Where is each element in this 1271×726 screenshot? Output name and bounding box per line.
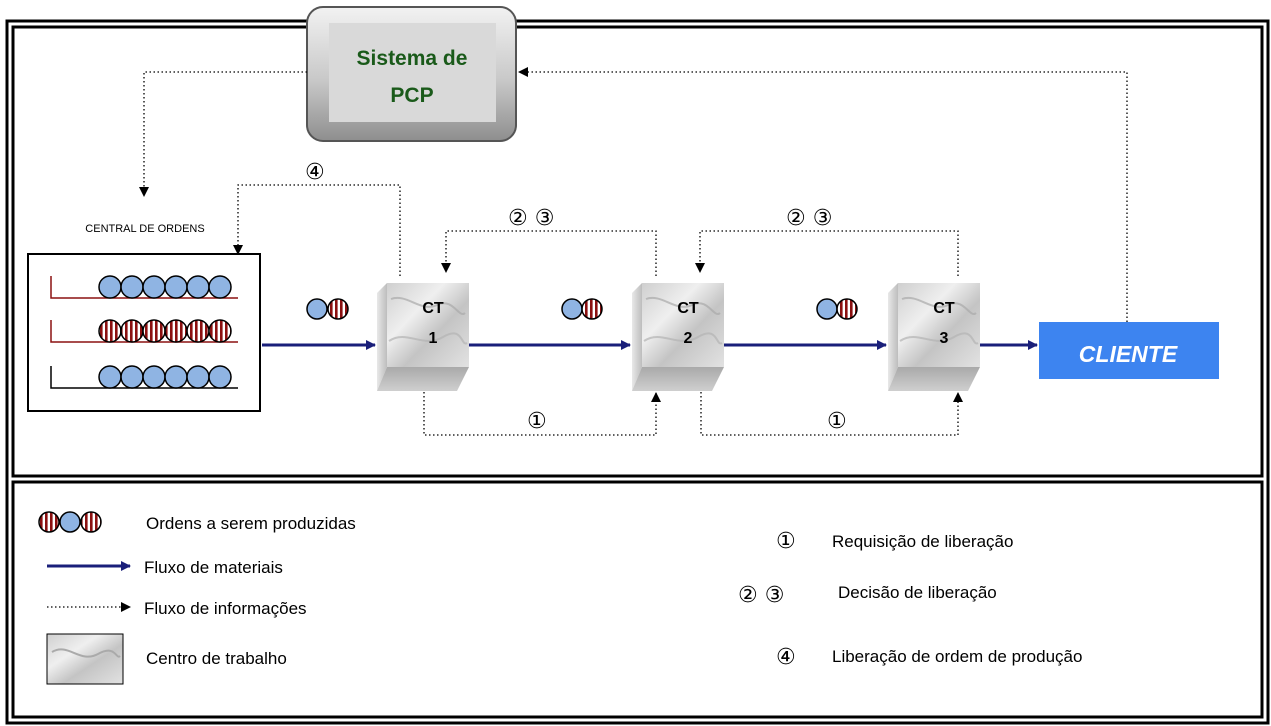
legend-lib-symbol: ④ (776, 645, 796, 670)
info-flow-four (233, 184, 401, 276)
legend: Ordens a serem produzidas Fluxo de mater… (38, 511, 1082, 685)
info-flow-ct2-to-ct1 (441, 230, 657, 276)
marker-two-three-a: ② ③ (508, 206, 554, 231)
ct2-label-top: CT (677, 300, 699, 317)
work-center-2: CT 2 (631, 282, 725, 392)
legend-dec-symbol: ② ③ (738, 583, 784, 608)
info-flow-ct2-req (700, 392, 963, 436)
ct3-label-bottom: 3 (940, 330, 949, 347)
marker-four: ④ (305, 160, 325, 185)
pcp-title-line1: Sistema de (357, 47, 468, 70)
legend-materials-label: Fluxo de materiais (144, 558, 283, 577)
legend-information-label: Fluxo de informações (144, 599, 307, 618)
info-flow-ct1-req (423, 392, 661, 436)
marker-one-a: ① (527, 409, 547, 434)
info-flow-ct3-to-ct2 (695, 230, 959, 276)
client-label: CLIENTE (1079, 341, 1178, 367)
pcp-system-box: Sistema de PCP (306, 6, 517, 142)
information-flows (139, 67, 1128, 436)
legend-dec-label: Decisão de liberação (838, 583, 997, 602)
order-center: CENTRAL DE ORDENS (27, 223, 261, 412)
ct3-label-top: CT (933, 300, 955, 317)
order-blue-circle (98, 275, 122, 299)
ct1-label-top: CT (422, 300, 444, 317)
order-center-label: CENTRAL DE ORDENS (85, 223, 204, 235)
order-red-circle (98, 319, 122, 343)
diagram-frame (5, 19, 1270, 725)
legend-work-center-label: Centro de trabalho (146, 649, 287, 668)
order-queue-2 (50, 319, 238, 343)
work-center-1: CT 1 (376, 282, 470, 392)
work-center-3: CT 3 (887, 282, 981, 392)
legend-orders-icon (38, 511, 102, 533)
legend-req-label: Requisição de liberação (832, 532, 1013, 551)
info-flow-pcp-to-central (139, 71, 307, 197)
ct1-label-bottom: 1 (429, 330, 438, 347)
order-pair-2 (561, 298, 603, 320)
legend-lib-label: Liberação de ordem de produção (832, 647, 1082, 666)
legend-work-center-icon (46, 633, 124, 685)
info-flow-client-to-pcp (518, 67, 1128, 322)
legend-orders-label: Ordens a serem produzidas (146, 514, 356, 533)
order-queue-1 (50, 275, 238, 299)
step-markers: ④ ② ③ ② ③ ① ① (305, 160, 847, 434)
order-queue-3 (50, 365, 238, 389)
ct2-label-bottom: 2 (684, 330, 693, 347)
marker-one-b: ① (827, 409, 847, 434)
order-pair-1 (306, 298, 349, 320)
marker-two-three-b: ② ③ (786, 206, 832, 231)
order-pair-3 (816, 298, 858, 320)
pcp-title-line2: PCP (390, 84, 433, 107)
legend-req-symbol: ① (776, 529, 796, 554)
client-box: CLIENTE (1039, 322, 1219, 379)
